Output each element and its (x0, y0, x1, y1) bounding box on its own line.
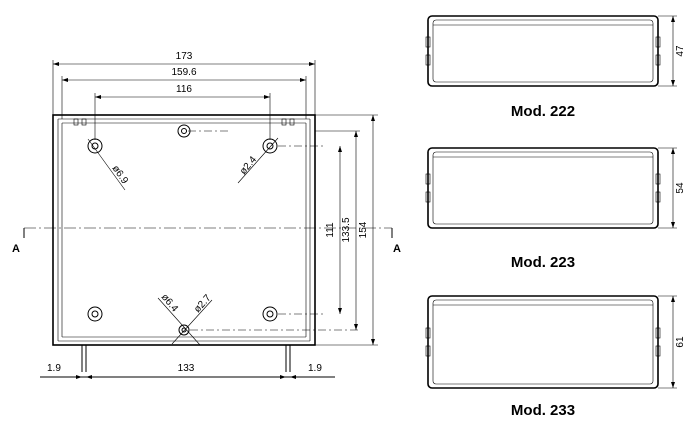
section-label-left: A (12, 243, 20, 255)
dim-bottom-span: 133 (178, 363, 195, 374)
bottom-hole-inner: ø2.7 (192, 292, 214, 315)
model-caption: Mod. 233 (511, 402, 575, 419)
boss-bottom-right (262, 306, 278, 322)
section-label-right: A (393, 243, 401, 255)
boss-bottom-left (87, 306, 103, 322)
dim-height-inner: 111 (325, 222, 336, 238)
model-body (427, 15, 659, 87)
dim-wall-right: 1.9 (308, 363, 322, 374)
dim-height-overall: 154 (358, 221, 369, 238)
boss-bottom-center (178, 324, 190, 336)
bottom-hole-outer: ø6.4 (159, 292, 181, 315)
model-caption: Mod. 223 (511, 254, 575, 271)
dim-hole-spacing: 116 (176, 84, 192, 95)
model-height-dim: 61 (675, 336, 686, 348)
dim-overall-width: 173 (176, 51, 193, 62)
dim-height-mid: 133.5 (341, 217, 352, 242)
front-view: A A 173 159.6 116 1.9 133 1.9 (12, 51, 401, 379)
hole-large-dia: ø6.9 (110, 163, 131, 186)
hole-small-dia: ø2.4 (238, 154, 260, 177)
model-height-dim: 54 (675, 182, 686, 194)
model-height-dim: 47 (675, 45, 686, 57)
model-body (427, 295, 659, 389)
model-inner-wall (432, 299, 654, 385)
dim-inner-width: 159.6 (171, 67, 196, 78)
model-inner-wall (432, 19, 654, 83)
boss-top-left (87, 138, 103, 154)
model-body (427, 147, 659, 229)
model-caption: Mod. 222 (511, 103, 575, 120)
dim-wall-left: 1.9 (47, 363, 61, 374)
model-inner-wall (432, 151, 654, 225)
enclosure-outline (52, 114, 316, 346)
